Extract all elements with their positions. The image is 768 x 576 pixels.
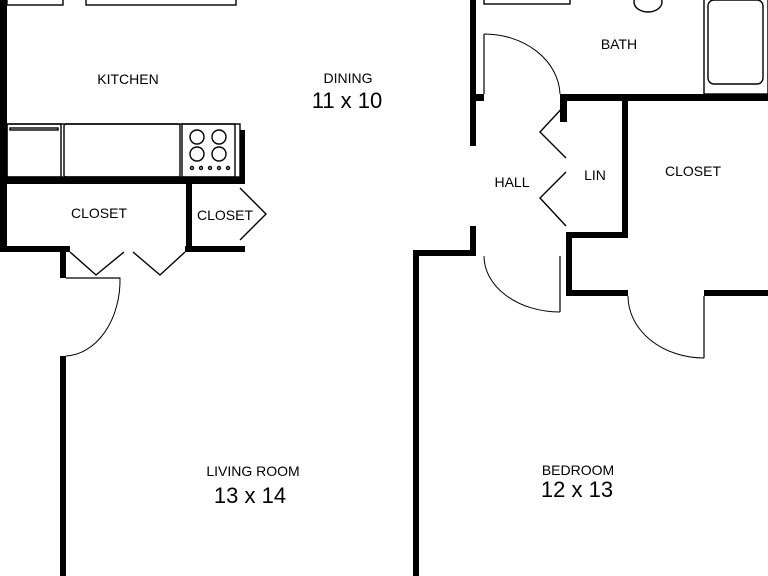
wall-linen-bottom [566,232,628,238]
hall-label: HALL [494,174,529,190]
wall-left-kitchen [0,0,7,252]
stove-burners [189,129,231,171]
sink-counter [63,123,181,178]
room-labels: KITCHEN DINING 11 x 10 BATH HALL LIN CLO… [71,36,721,508]
burner-icon [189,146,205,162]
wall-hall-right-lower [566,232,572,296]
refrigerator [6,123,62,178]
bath-fixtures [483,0,768,95]
pantry-closet-label: CLOSET [197,207,253,223]
linen-bifold-upper [539,103,567,159]
bedroom-closet-label: CLOSET [665,163,721,179]
dining-size: 11 x 10 [312,88,383,113]
upper-cabinet-right [85,0,237,6]
knob-icon [225,165,231,171]
linen-bifold-lower [539,171,567,227]
closet-door-swing [627,295,705,359]
bedroom-size: 12 x 13 [541,477,613,502]
wall-bath-left [476,94,484,101]
burner-icon [189,129,205,145]
knob-icon [198,165,204,171]
kitchen-fixtures [6,0,241,178]
entry-closet-label: CLOSET [71,205,127,221]
knob-icon [207,165,213,171]
refrigerator-door-line [9,127,59,131]
bath-label: BATH [601,36,637,52]
bedroom-door-swing [483,255,561,313]
wall-left-living [60,356,66,576]
wall-bath-bottom [563,94,768,101]
closet-bifold-right [132,251,186,276]
pantry-door [239,187,267,241]
closet-bifold-left [69,251,125,276]
wall-linen-right [622,94,628,236]
wall-closet-divider [186,184,192,252]
stove [181,123,236,178]
bathtub-inner [707,0,764,85]
burner-icon [211,129,227,145]
wall-hall-left-upper [470,0,476,146]
dining-label: DINING [324,70,373,86]
wall-closet-bottom-mid [185,246,245,252]
knob-icon [189,165,195,171]
vanity [483,0,571,5]
linen-label: LIN [584,167,606,183]
wall-living-entry-stub [60,252,66,278]
wall-linen-left-stub [560,94,567,122]
wall-pantry-right [240,130,245,184]
wall-closet-bottom-left [0,246,70,252]
wall-bedroom-top-right [566,290,628,296]
living-room-label: LIVING ROOM [206,463,299,479]
bath-door-swing [483,33,561,95]
entry-door-swing [65,277,121,357]
burner-icon [211,146,227,162]
bedroom-label: BEDROOM [542,462,614,478]
doors [65,33,705,359]
wall-bedroom-left [413,250,419,576]
wall-kitchen-bottom [0,177,245,184]
wall-closet-bedroom-right [704,290,768,296]
toilet-icon [633,0,663,13]
upper-cabinet-left [6,0,64,6]
wall-hall-left-lower [470,226,476,250]
kitchen-label: KITCHEN [97,71,158,87]
bathtub [703,0,768,95]
wall-bedroom-top-left [413,250,476,256]
living-room-size: 13 x 14 [214,483,286,508]
knob-icon [216,165,222,171]
counter-outline [6,123,241,178]
